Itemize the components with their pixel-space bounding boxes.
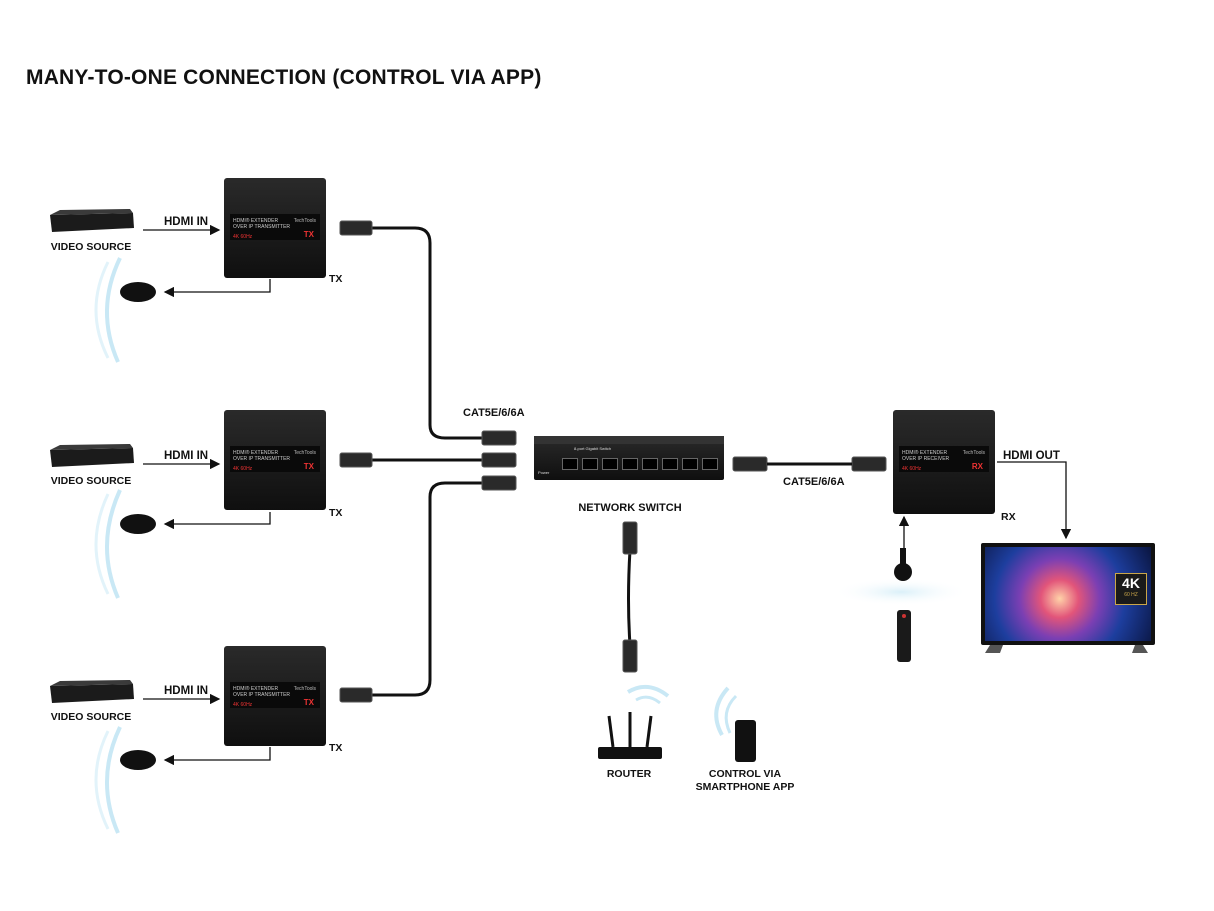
hdmi-out-arrow [997, 461, 1072, 540]
cable-tx3 [370, 481, 485, 697]
rx-label: RX [1001, 511, 1016, 523]
video-source-label-3: VIDEO SOURCE [50, 711, 132, 723]
phone-wifi-arcs [714, 686, 730, 736]
video-source-label-1: VIDEO SOURCE [50, 241, 132, 253]
video-source-label-2: VIDEO SOURCE [50, 475, 132, 487]
cable-label-left: CAT5E/6/6A [463, 407, 525, 419]
page-title: MANY-TO-ONE CONNECTION (CONTROL VIA APP) [26, 66, 542, 89]
cable-router [627, 549, 632, 646]
tx-label-3: TX [329, 742, 343, 754]
video-source-box-2 [50, 444, 134, 467]
tx-label-1: TX [329, 273, 343, 285]
ir-line-3 [163, 747, 271, 766]
cable-label-right: CAT5E/6/6A [783, 476, 845, 488]
ir-wave-3 [105, 726, 122, 834]
ir-wave-1 [105, 257, 122, 363]
router-wifi-arcs [626, 684, 670, 698]
hdmi-in-label-2: HDMI IN [164, 450, 209, 462]
ir-line-1 [163, 279, 271, 298]
ir-wave-2 [105, 489, 122, 599]
ir-receiver-2 [120, 514, 156, 534]
rx-ir-receiver [894, 563, 912, 581]
cable-tx1 [370, 226, 485, 440]
router-label: ROUTER [606, 768, 652, 780]
tv-4k-badge: 4K 60 HZ [1115, 573, 1147, 605]
ir-receiver-1 [120, 282, 156, 302]
tv-display: 4K 60 HZ [981, 543, 1155, 645]
ir-receiver-3 [120, 750, 156, 770]
network-switch: 8-port Gigabit Switch Power [534, 436, 724, 480]
network-switch-label: NETWORK SWITCH [578, 502, 682, 514]
smartphone-icon [735, 720, 756, 762]
hdmi-out-label: HDMI OUT [1003, 450, 1060, 462]
hdmi-in-label-3: HDMI IN [164, 685, 209, 697]
switch-ports [562, 458, 718, 470]
remote-control-icon [897, 610, 911, 662]
ir-line-2 [163, 512, 271, 530]
hdmi-in-label-1: HDMI IN [164, 216, 209, 228]
video-source-box-1 [50, 209, 134, 232]
video-source-box-3 [50, 680, 134, 703]
tx-label-2: TX [329, 507, 343, 519]
rx-ir-wave [833, 578, 969, 606]
